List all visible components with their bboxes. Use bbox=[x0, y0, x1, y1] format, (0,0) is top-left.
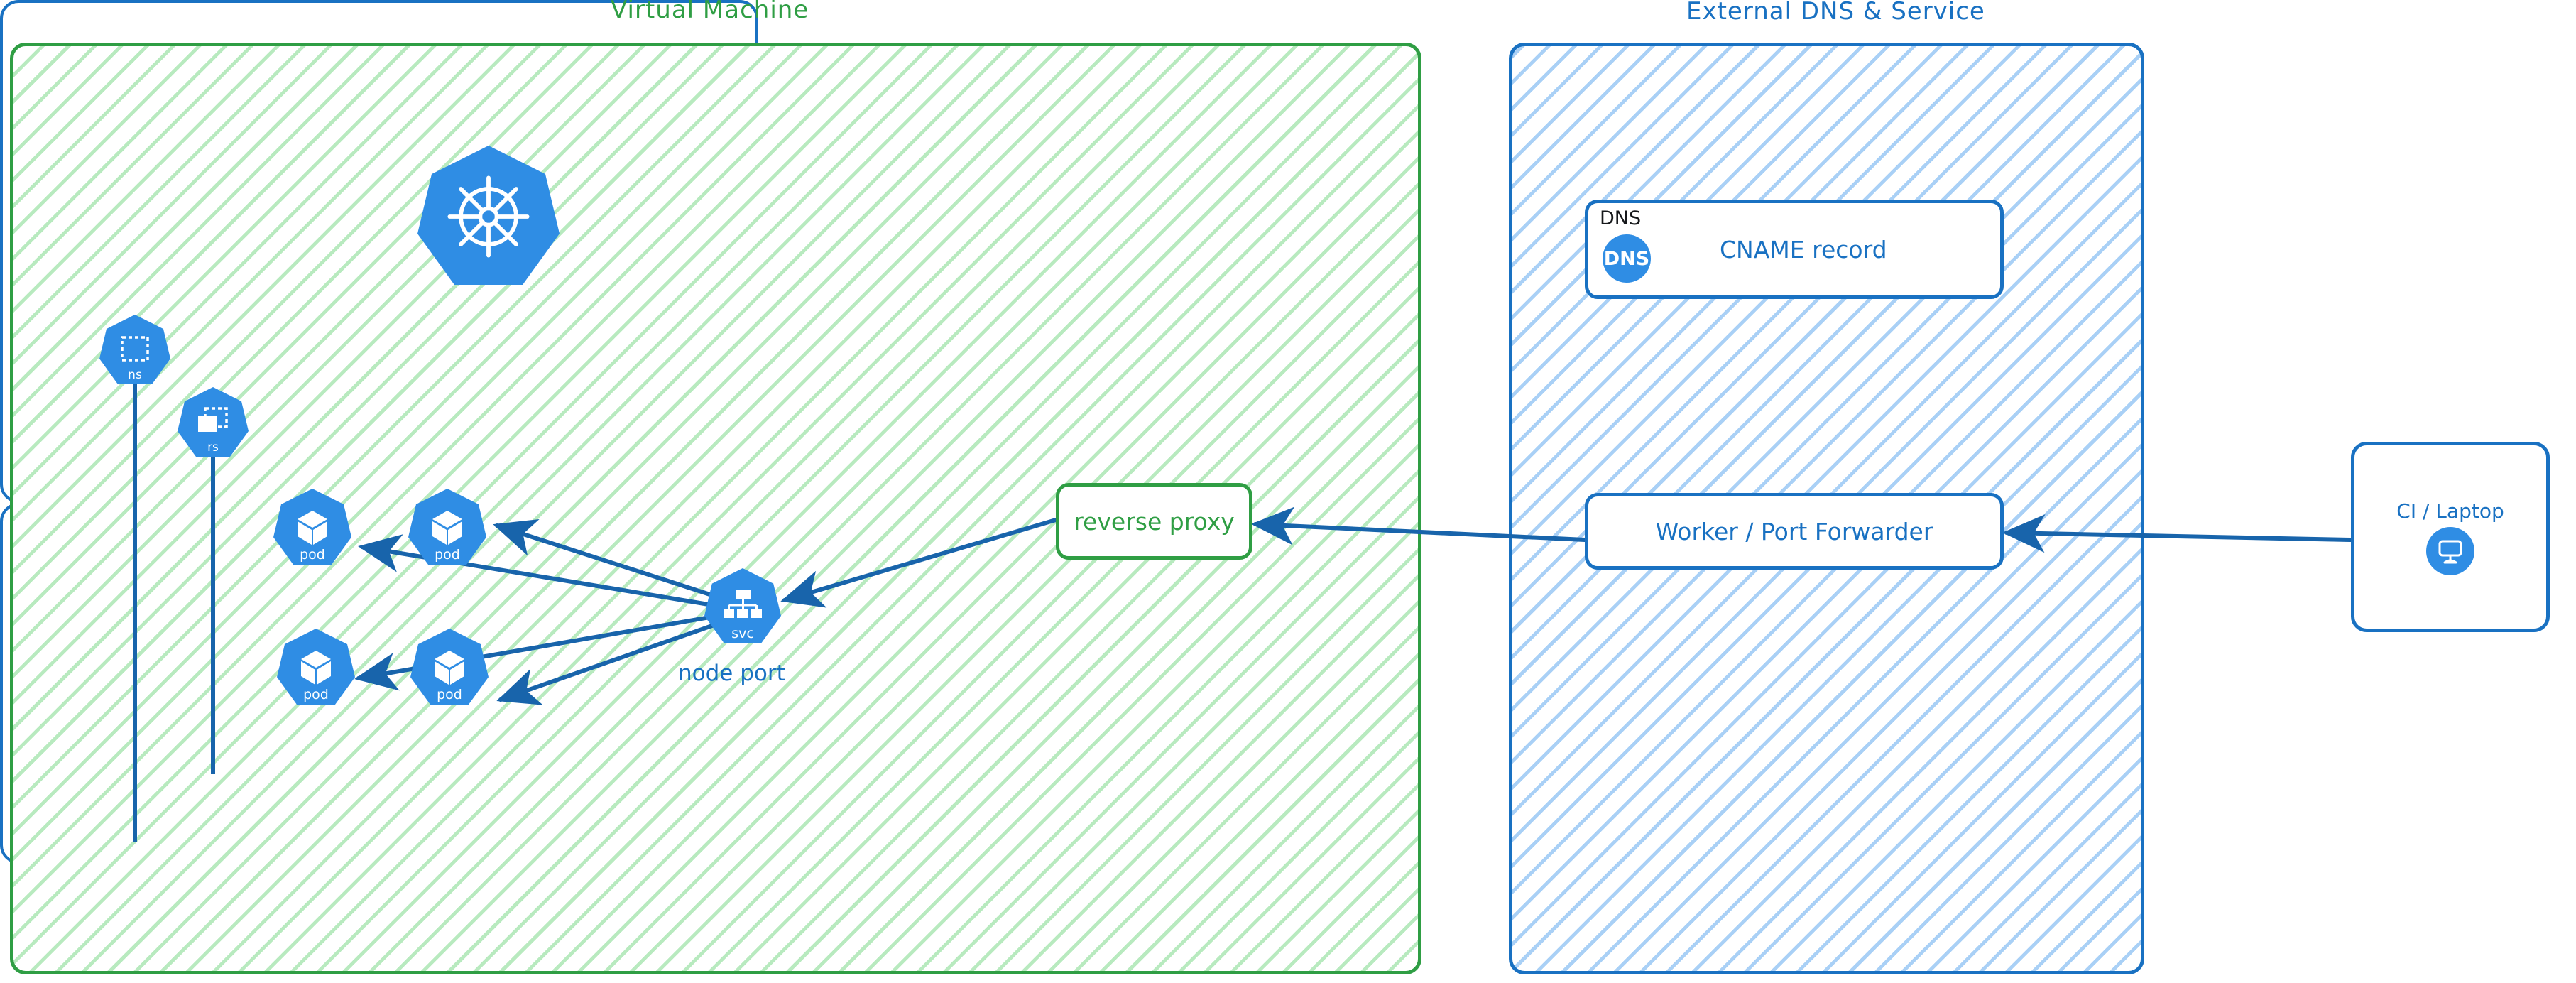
group-virtual-machine-title: Virtual Machine bbox=[611, 0, 809, 24]
reverse-proxy-box[interactable]: reverse proxy bbox=[1056, 483, 1252, 560]
replicaset-label: rs bbox=[207, 440, 219, 455]
pod-cube-icon bbox=[298, 511, 327, 545]
cname-record-box[interactable]: DNS DNS CNAME record bbox=[1585, 200, 2004, 299]
kubernetes-logo bbox=[417, 146, 560, 288]
namespace-node: ns bbox=[99, 315, 170, 386]
dns-tag-label: DNS bbox=[1600, 207, 1642, 229]
service-node: svc bbox=[704, 568, 781, 645]
pod-cube-icon bbox=[435, 651, 464, 685]
monitor-glyph bbox=[2438, 540, 2462, 563]
service-label: svc bbox=[731, 625, 754, 641]
group-external-dns-service-title: External DNS & Service bbox=[1686, 0, 1985, 26]
worker-port-forwarder-box[interactable]: Worker / Port Forwarder bbox=[1585, 493, 2004, 570]
kubernetes-helm-icon bbox=[447, 175, 530, 258]
pod-node: pod bbox=[273, 489, 351, 567]
node-port-label: node port bbox=[678, 661, 785, 686]
pod-cube-icon bbox=[301, 651, 331, 685]
replicaset-stacked-boxes-icon bbox=[198, 407, 228, 432]
pod-node: pod bbox=[408, 489, 486, 567]
desktop-monitor-icon bbox=[2426, 526, 2474, 575]
pod-label: pod bbox=[435, 547, 460, 563]
pod-label: pod bbox=[300, 547, 325, 563]
worker-port-forwarder-label: Worker / Port Forwarder bbox=[1655, 517, 1933, 545]
service-hierarchy-icon bbox=[724, 590, 762, 618]
namespace-dashed-square-icon bbox=[121, 336, 149, 362]
pod-node: pod bbox=[410, 629, 489, 707]
reverse-proxy-label: reverse proxy bbox=[1074, 507, 1235, 536]
pod-label: pod bbox=[437, 687, 462, 703]
namespace-label: ns bbox=[128, 368, 142, 382]
cname-record-label: CNAME record bbox=[1720, 235, 1887, 264]
pod-cube-icon bbox=[432, 511, 462, 545]
ci-laptop-box[interactable]: CI / Laptop bbox=[2351, 442, 2550, 632]
dns-icon: DNS bbox=[1603, 234, 1651, 283]
pod-label: pod bbox=[303, 687, 329, 703]
ci-laptop-label: CI / Laptop bbox=[2396, 499, 2504, 523]
replicaset-node: rs bbox=[178, 387, 249, 458]
pod-node: pod bbox=[277, 629, 355, 707]
